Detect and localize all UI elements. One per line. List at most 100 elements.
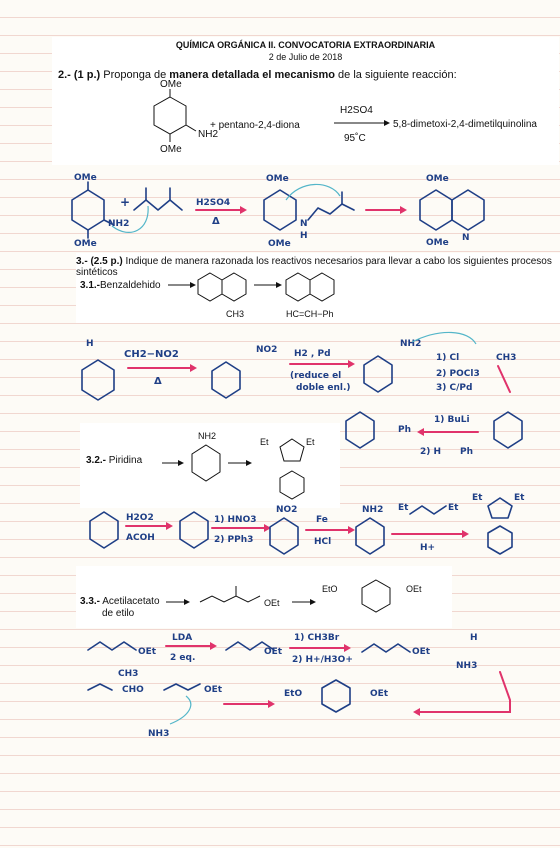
hw-step-1: 1) Cl (436, 353, 459, 363)
hw-enamine-chain (307, 203, 355, 221)
hw-fragment-1 (87, 683, 113, 691)
hw-isoquinoline (493, 411, 523, 449)
temperature-label: 95˚C (344, 132, 366, 144)
hw-styryl-isoquinoline (345, 411, 375, 449)
hw-aminopyridine (355, 517, 385, 555)
q2-number: 2.- (1 p.) (58, 69, 101, 81)
q33-name-1: Acetilacetato (102, 596, 160, 607)
hw-oet-5: OEt (370, 689, 389, 699)
hw-ome-1: OMe (74, 173, 97, 183)
q3-text: Indique de manera razonada los reactivos… (125, 256, 552, 267)
q31-number: 3.1.- (80, 280, 101, 291)
hw-et-4: Et (514, 493, 525, 503)
q3-text2: sintéticos (76, 267, 118, 278)
q2-text-a: Proponga de (103, 69, 170, 81)
hw-n-1: N (300, 219, 308, 229)
hw-nitropyridine (269, 517, 299, 555)
q33-oet2: OEt (406, 584, 422, 594)
product-label: 5,8-dimetoxi-2,4-dimetilquinolina (393, 119, 537, 130)
q32-card: 3.2.- Piridina NH2 Et Et (80, 423, 340, 508)
q33-eto: EtO (322, 584, 338, 594)
hw-pyridyl (487, 525, 513, 555)
hw-et-2: Et (448, 503, 459, 513)
hw-oet-3: OEt (412, 647, 431, 657)
hw-acoh: ACOH (126, 533, 155, 543)
q2-reaction-scheme: OMe OMe NH2 + pentano-2,4-diona H2SO4 95… (153, 79, 537, 155)
hw-nh2-2: NH2 (400, 339, 421, 349)
hw-ome-3: OMe (266, 174, 289, 184)
hw-curly-arrow-2 (285, 183, 341, 201)
hw-step-2: 2) POCl3 (436, 369, 480, 379)
hw-arrow-14 (419, 671, 511, 713)
hw-ome-2: OMe (74, 239, 97, 249)
hw-curly-arrow-4 (169, 695, 192, 725)
hw-et-3: Et (472, 493, 483, 503)
hw-formyl-h: H (470, 633, 478, 643)
hw-buli: 1) BuLi (434, 415, 470, 425)
hw-nh2-1: NH2 (108, 219, 129, 229)
q32-et1: Et (260, 437, 269, 447)
ome-bottom-label: OMe (160, 144, 182, 155)
header-card: QUÍMICA ORGÁNICA II. CONVOCATORIA EXTRAO… (52, 37, 559, 165)
hw-curly-arrow-1 (111, 205, 149, 233)
q32-name: Piridina (108, 455, 143, 466)
q2-statement: 2.- (1 p.) Proponga de manera detallada … (58, 69, 457, 81)
hw-curly-arrow-3 (411, 331, 477, 345)
nh2-label: NH2 (198, 129, 218, 140)
hw-ome-5: OMe (426, 174, 449, 184)
hw-n-2: N (462, 233, 470, 243)
q2-text-b: de la siguiente reacción: (334, 69, 457, 81)
hw-oet-1: OEt (138, 647, 157, 657)
svg-text:H: H (86, 339, 94, 349)
hw-diketone (133, 199, 183, 211)
q3-card: 3.- (2.5 p.) Indique de manera razonada … (76, 253, 560, 323)
q2-text-bold: manera detallada el mecanismo (169, 69, 335, 81)
q33-card: 3.3.- Acetilacetato de etilo OEt EtO OEt (76, 566, 452, 628)
q31-label: 3.1.-Benzaldehido (80, 280, 161, 291)
hw-h-1: H (300, 231, 308, 241)
hw-nh3-2: NH3 (148, 729, 169, 739)
exam-date: 2 de Julio de 2018 (268, 52, 343, 62)
q32-label: 3.2.- Piridina (86, 455, 142, 466)
hw-pph3: 2) PPh3 (214, 535, 253, 545)
q33-oet: OEt (264, 598, 280, 608)
hw-dihydropyridine (321, 679, 351, 713)
hw-h2so4: H2SO4 (196, 198, 230, 208)
hw-pyrrole (487, 497, 513, 519)
h2so4-label: H2SO4 (340, 105, 373, 116)
q31-scheme: CH3 HC=CH−Ph (168, 272, 335, 319)
hw-ome-6: OMe (426, 238, 449, 248)
hw-ome-4: OMe (268, 239, 291, 249)
hw-h2o2: H2O2 (126, 513, 154, 523)
hw-ph-2: Ph (398, 425, 411, 435)
hw-h2pd: H2 , Pd (294, 349, 331, 359)
hw-cho: CHO (122, 685, 144, 695)
q33-number: 3.3.- (80, 596, 101, 607)
q32-number: 3.2.- (86, 455, 107, 466)
hw-heat-2: Δ (154, 376, 162, 387)
hw-arrow-5 (497, 365, 511, 393)
hw-hydrolysis: 2) H+/H3O+ (292, 655, 353, 665)
hw-fe: Fe (316, 515, 328, 525)
exam-title: QUÍMICA ORGÁNICA II. CONVOCATORIA EXTRAO… (175, 40, 436, 50)
q32-scheme: NH2 Et Et (162, 431, 315, 500)
hw-pyridine (89, 511, 119, 549)
hw-no2-2: NO2 (276, 505, 297, 515)
hw-ring-2 (263, 189, 297, 231)
q33-scheme: OEt EtO OEt (166, 579, 422, 613)
q33-name-2: de etilo (102, 608, 135, 619)
hw-nitrostyrene (211, 361, 241, 399)
svg-text:+: + (120, 195, 130, 209)
hw-lda: LDA (172, 633, 192, 643)
q32-nh2: NH2 (198, 431, 216, 441)
hw-et-1: Et (398, 503, 409, 513)
hw-no2-1: NO2 (256, 345, 277, 355)
hw-dianion (225, 641, 275, 651)
hw-nh3-1: NH3 (456, 661, 477, 671)
hw-ch3br: 1) CH3Br (294, 633, 340, 643)
hw-nitromethane: CH2−NO2 (124, 349, 179, 360)
